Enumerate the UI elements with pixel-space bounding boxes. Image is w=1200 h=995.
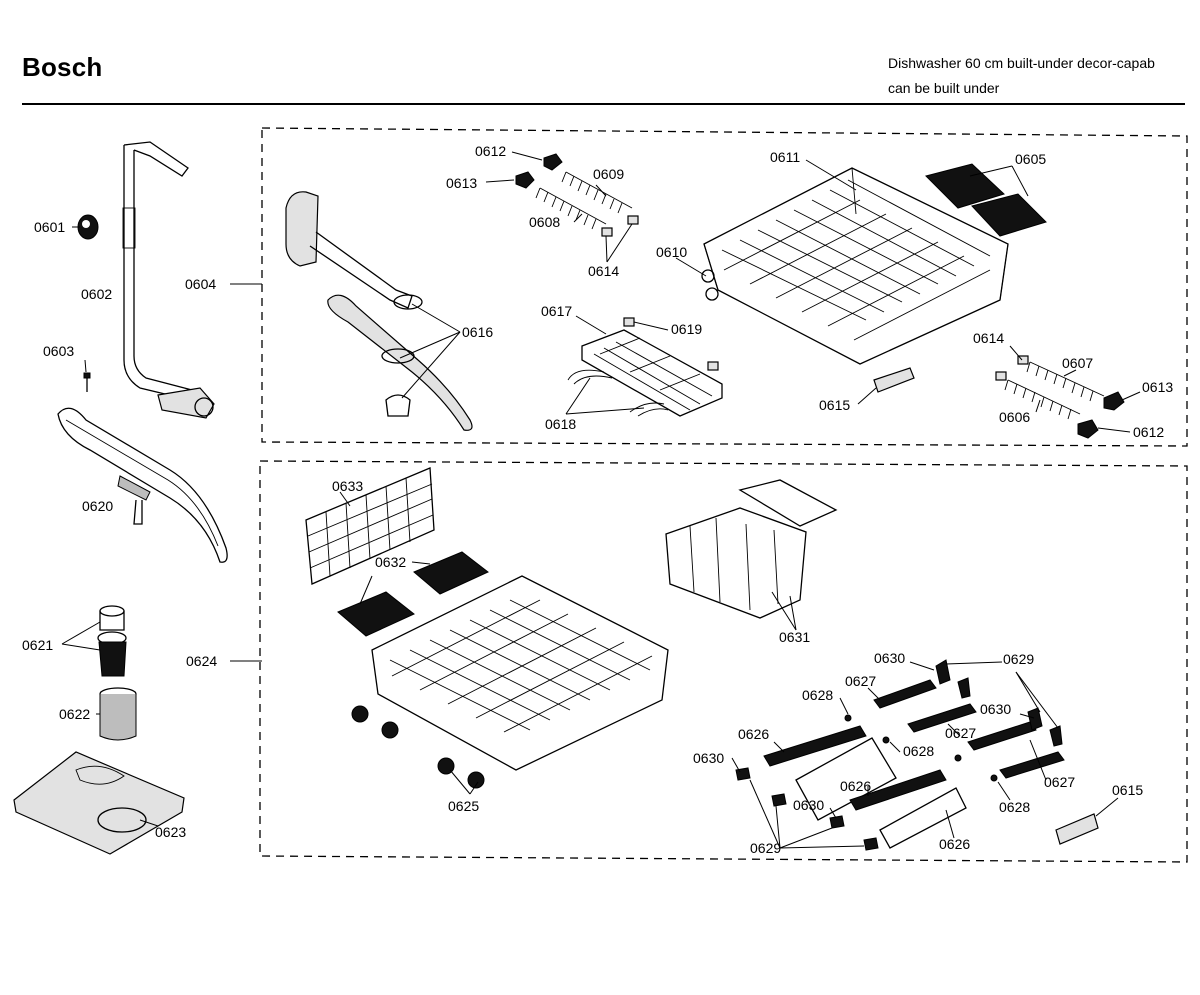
label-0602: 0602 [81,286,112,302]
label-0630-a: 0630 [874,650,905,666]
label-0633: 0633 [332,478,363,494]
lower-basket-assembly-frame [259,460,1188,863]
part-0615-top-drawing [873,367,915,393]
leader-lines [61,151,1141,849]
label-0608: 0608 [529,214,560,230]
model-description-line1: Dishwasher 60 cm built-under decor-capab [888,55,1155,71]
label-0629-a: 0629 [1003,651,1034,667]
label-0624: 0624 [186,653,217,669]
part-0612-top-drawing [543,153,563,171]
label-0603: 0603 [43,343,74,359]
label-0612-bottom: 0612 [1133,424,1164,440]
label-0610: 0610 [656,244,687,260]
label-0629-b: 0629 [750,840,781,856]
label-0626-b: 0626 [840,778,871,794]
part-0615-bottom-drawing [1055,813,1099,845]
upper-basket-assembly-frame [261,127,1188,447]
label-0605: 0605 [1015,151,1046,167]
label-0625: 0625 [448,798,479,814]
lower-basket-drawing [371,575,669,771]
part-0601-drawing [77,214,99,240]
label-0606: 0606 [999,409,1030,425]
label-0627-b: 0627 [945,725,976,741]
part-0633-drawing [305,467,435,585]
part-0605-drawing [925,163,1047,237]
label-0618: 0618 [545,416,576,432]
part-0631-drawing [665,479,838,619]
part-0623-drawing [13,751,185,855]
label-0630-c: 0630 [693,750,724,766]
part-0616-drawing [327,294,473,431]
label-0626-a: 0626 [738,726,769,742]
label-0628-b: 0628 [903,743,934,759]
label-0614-bottom: 0614 [973,330,1004,346]
part-0614-top-drawing [601,215,639,237]
label-0631: 0631 [779,629,810,645]
part-0618-drawing [567,369,669,417]
part-0607-drawing [1026,361,1105,402]
part-0609-drawing [561,171,633,214]
label-0630-d: 0630 [793,797,824,813]
label-0616: 0616 [462,324,493,340]
part-0620-drawing [57,407,228,563]
part-0625-drawing [351,705,485,789]
label-0621: 0621 [22,637,53,653]
label-0626-c: 0626 [939,836,970,852]
part-0603-drawing [83,372,91,392]
label-0622: 0622 [59,706,90,722]
part-0614-bottom-drawing [995,355,1029,381]
part-0626-drawing [763,725,967,849]
model-description-line2: can be built under [888,80,1000,96]
brand-title: Bosch [22,52,103,82]
part-0612-bottom-drawing [1077,419,1099,439]
label-0613-top: 0613 [446,175,477,191]
label-0628-c: 0628 [999,799,1030,815]
part-0602-drawing [122,141,215,419]
part-0628-drawing [844,714,998,782]
label-0611: 0611 [770,149,800,165]
part-0613-bottom-drawing [1103,391,1125,411]
part-0617-drawing [581,329,723,417]
part-0613-top-drawing [515,171,535,189]
label-0601: 0601 [34,219,65,235]
label-0615-bottom: 0615 [1112,782,1143,798]
label-0620: 0620 [82,498,113,514]
part-0627-drawing [873,679,1065,779]
label-0604: 0604 [185,276,216,292]
label-0619: 0619 [671,321,702,337]
part-0604-drawing [285,191,423,310]
header-rule [22,103,1185,105]
label-0614-top: 0614 [588,263,619,279]
label-0607: 0607 [1062,355,1093,371]
label-0613-bottom: 0613 [1142,379,1173,395]
label-0627-c: 0627 [1044,774,1075,790]
label-0609: 0609 [593,166,624,182]
label-0615-top: 0615 [819,397,850,413]
label-0623: 0623 [155,824,186,840]
part-0608-drawing [535,187,607,230]
part-0611-drawing [703,167,1009,365]
label-0627-a: 0627 [845,673,876,689]
part-0629-drawing [735,659,1063,851]
label-0632: 0632 [375,554,406,570]
part-0606-drawing [1004,379,1081,420]
label-0612-top: 0612 [475,143,506,159]
part-0622-drawing [99,687,137,741]
label-0630-b: 0630 [980,701,1011,717]
part-0632-drawing [337,551,489,637]
label-0628-a: 0628 [802,687,833,703]
part-0621-drawing [97,605,127,677]
label-0617: 0617 [541,303,572,319]
